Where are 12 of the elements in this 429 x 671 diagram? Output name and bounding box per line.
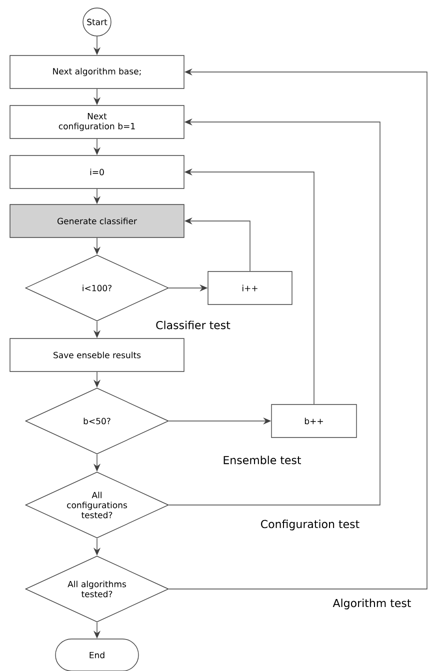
process-box: i=0 <box>10 155 184 189</box>
process-box: i++ <box>208 271 292 305</box>
loop-label: Classifier test <box>156 320 230 330</box>
process-box: Next algorithm base; <box>10 55 184 89</box>
process-box: b++ <box>271 404 357 438</box>
process-box: Next configuration b=1 <box>10 105 184 139</box>
loop-label: Ensemble test <box>224 456 301 464</box>
loop-label: Configuration test <box>261 520 360 530</box>
process-box: Generate classifier <box>10 204 184 238</box>
loop-label: Algorithm test <box>332 598 411 610</box>
process-box: Save enseble results <box>10 338 184 372</box>
end-terminal: End <box>55 638 139 671</box>
